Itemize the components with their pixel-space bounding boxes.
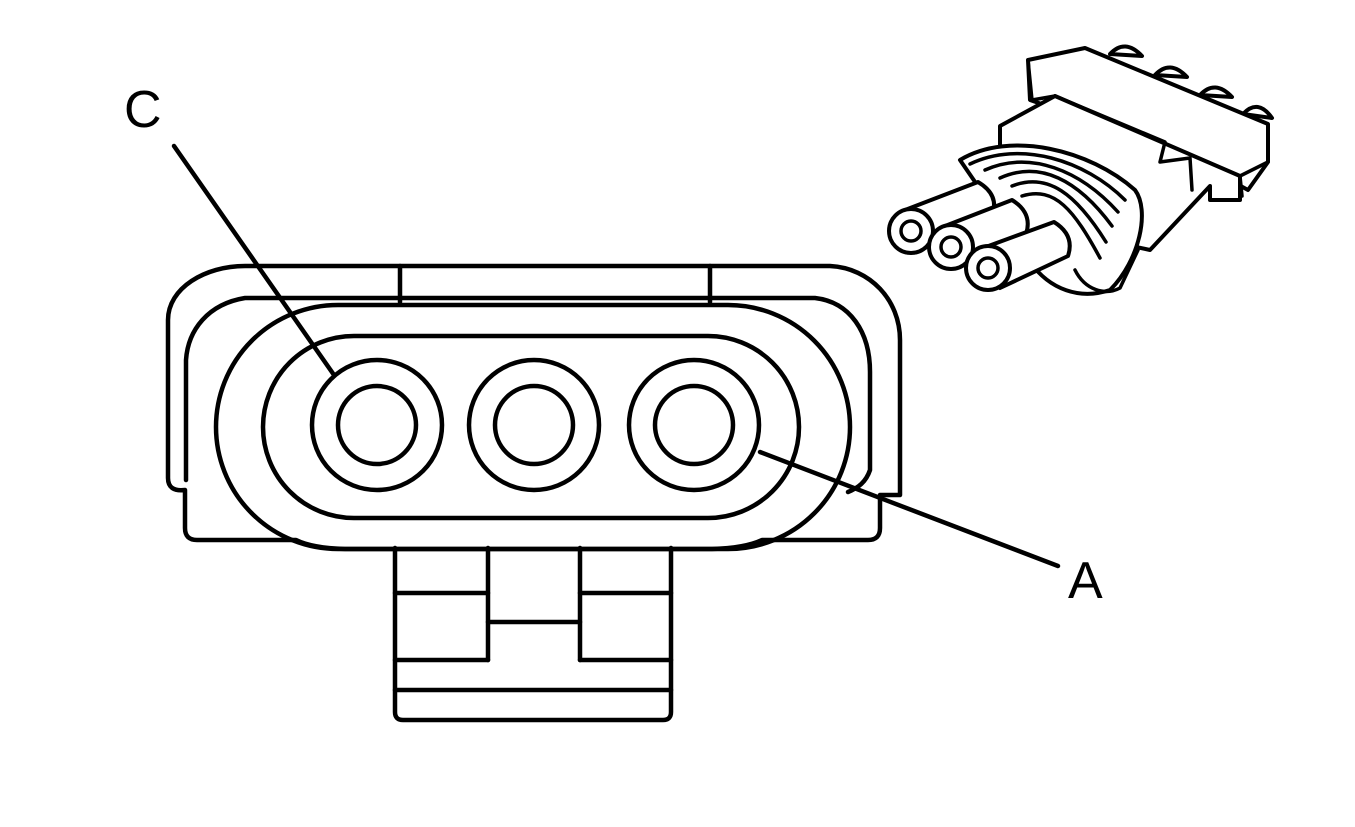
pin-bump (1153, 65, 1189, 79)
housing-outline (165, 263, 903, 552)
wire-3 (964, 220, 1072, 292)
locking-tab (392, 545, 674, 723)
inner-seal-ring (260, 333, 802, 521)
leader-line-a (757, 449, 1061, 569)
outer-seal-ring (213, 302, 853, 552)
leader-line-c (171, 143, 337, 378)
pin-bump (1198, 85, 1234, 99)
ribbed-collar (958, 143, 1144, 296)
callout-label-c: C (124, 81, 162, 139)
pin-bump (1241, 105, 1274, 120)
terminal-cavity-b (466, 357, 602, 493)
callout-label-a: A (1068, 552, 1103, 610)
housing-inner-edge (183, 295, 873, 495)
connector-face-view: C A (124, 81, 1103, 723)
pin-bump (1108, 44, 1144, 58)
connector-isometric-view (887, 44, 1274, 296)
terminal-cavity-c (309, 357, 445, 493)
terminal-cavity-a (626, 357, 762, 493)
